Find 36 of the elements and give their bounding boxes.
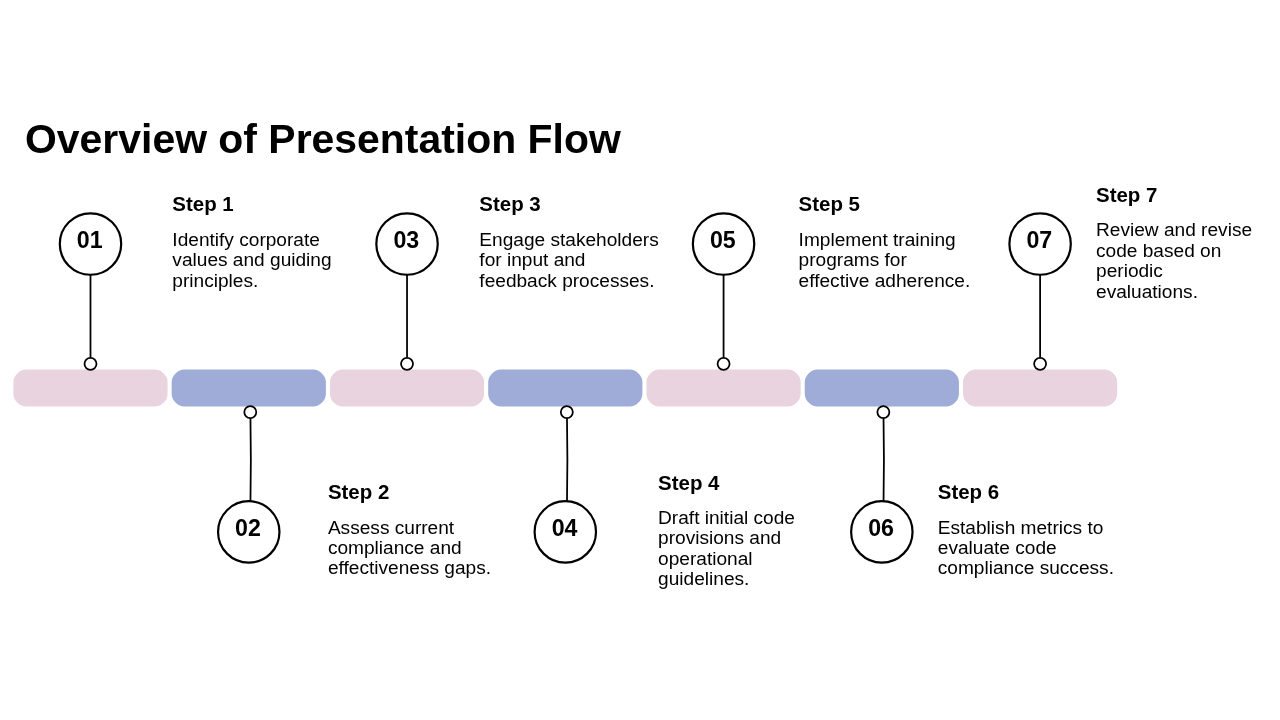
node-label: Engage stakeholders for input and feedback processes. [479,228,659,291]
connector [876,405,891,502]
node-circle: 04 [533,500,598,564]
node-bar [488,369,643,407]
node-label: Step 1 [172,192,234,216]
node-circle: 07 [1008,212,1072,276]
node-label: Identify corporate values and guiding principles. [172,228,332,291]
connector [1033,274,1047,371]
node-label: Step 2 [327,480,390,504]
connector [716,274,731,371]
node-circle: 02 [216,500,281,564]
node-label: Step 4 [658,470,720,494]
node-bar [329,369,485,407]
connector [243,405,258,502]
node-circle: 06 [850,500,914,564]
diagram-title: Overview of Presentation Flow [25,116,621,163]
node-bar [13,369,168,407]
node-circle: 01 [58,212,123,276]
node-label: Assess current compliance and effectiveness gaps. [327,516,492,579]
node-bar [646,369,801,407]
node-label: Step 3 [479,192,541,216]
node-circle: 05 [691,212,756,276]
node-label: Step 7 [1096,182,1158,206]
node-label: Establish metrics to evaluate code compliance success. [937,516,1114,579]
node-label: Step 6 [937,480,1000,504]
node-label: Step 5 [798,192,860,216]
node-circle: 03 [375,212,439,276]
node-bar [963,369,1118,407]
node-bar [804,369,959,407]
node-label: Review and revise code based on periodic evaluations. [1096,219,1253,302]
connector [83,274,98,371]
node-label: Draft initial code provisions and operational guidelines. [658,507,795,590]
connector [559,405,574,502]
node-label: Implement training programs for effective adherence. [798,228,971,291]
connector [400,274,414,371]
node-bar [171,369,326,407]
